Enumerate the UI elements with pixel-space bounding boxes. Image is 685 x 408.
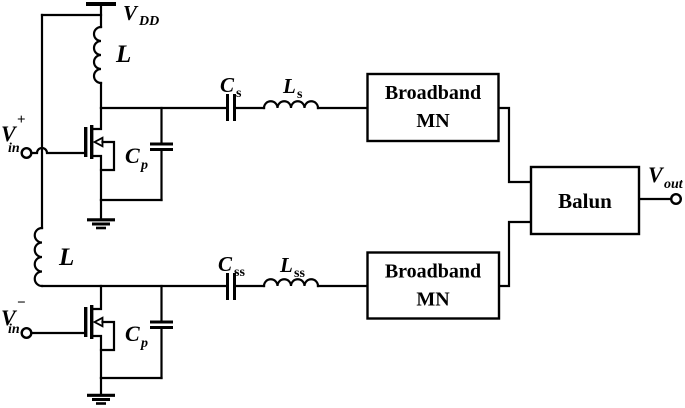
vout-terminal: [670, 192, 683, 205]
bottom-mosfet-body-arrow-icon: [92, 316, 104, 328]
mn-bottom-to-balun-wire: [497, 220, 533, 288]
cp-top-label-base: C: [125, 143, 140, 168]
cp-bottom-label: C p: [125, 321, 148, 351]
ls-coil: [262, 100, 320, 110]
lss-label: L ss: [279, 253, 305, 281]
cs-label-sub: s: [236, 86, 242, 101]
mn-bottom-label-line1: Broadband: [385, 261, 481, 283]
broadband-mn-bottom-block: [366, 251, 501, 320]
vout-label-sub: out: [664, 177, 684, 192]
vin-minus-terminal: [20, 327, 33, 340]
broadband-mn-top-block: [366, 72, 500, 143]
bottom-mosfet-drain-wire: [91, 284, 103, 311]
inductor-bottom-label: L: [58, 244, 74, 271]
ls-label: L s: [282, 74, 303, 102]
cs-label-base: C: [220, 73, 235, 97]
bottom-mosfet-body-tie-wire: [99, 320, 116, 352]
vout-label-base: V: [648, 162, 665, 187]
inductor-top-label: L: [115, 41, 131, 68]
cp-top-label: C p: [125, 143, 148, 173]
vin-plus-terminal: [20, 146, 33, 159]
vdd-label-sub: DD: [138, 14, 159, 29]
vin-minus-label-sup: −: [17, 295, 26, 311]
vin-plus-label-sup: +: [17, 112, 26, 128]
vin-plus-label-base: V: [1, 121, 18, 146]
mn-bottom-label-line2: MN: [416, 289, 450, 311]
vin-minus-label: V − in: [1, 294, 30, 337]
vin-plus-label-sub: in: [8, 141, 20, 156]
top-gate-wire-with-crossover: [30, 146, 86, 155]
vdd-label: V DD: [123, 1, 159, 29]
cp-bottom-label-base: C: [125, 321, 140, 346]
cp-bottom-label-sub: p: [140, 336, 148, 351]
ls-label-base: L: [282, 74, 296, 98]
lss-label-sub: ss: [294, 266, 305, 281]
lss-label-base: L: [279, 253, 293, 277]
vin-minus-label-base: V: [1, 305, 18, 330]
mn-top-label-line1: Broadband: [385, 82, 481, 104]
cp-top-label-sub: p: [140, 158, 148, 173]
css-label-base: C: [218, 252, 233, 276]
top-mosfet-body-arrow-icon: [92, 136, 104, 148]
ls-label-sub: s: [297, 87, 303, 102]
balun-block: [529, 165, 641, 236]
top-mosfet-source-wire: [91, 154, 103, 202]
css-label-sub: ss: [234, 265, 245, 280]
vdd-label-base: V: [123, 1, 139, 25]
top-mosfet-drain-wire: [91, 106, 103, 131]
lss-coil: [262, 278, 320, 288]
vin-plus-label: V + in: [1, 111, 30, 156]
inductor-top-coil: [92, 25, 103, 85]
cs-label: C s: [220, 73, 242, 101]
css-label: C ss: [218, 252, 245, 280]
vin-minus-label-sub: in: [8, 322, 20, 337]
inductor-bottom-coil: [33, 226, 44, 288]
mn-top-label-line2: MN: [416, 110, 450, 132]
bottom-mosfet-source-wire: [91, 334, 103, 380]
top-mosfet-body-tie-wire: [99, 140, 116, 172]
vout-label: V out: [648, 162, 684, 192]
mn-top-to-balun-wire: [496, 106, 533, 184]
balun-label: Balun: [558, 189, 612, 213]
